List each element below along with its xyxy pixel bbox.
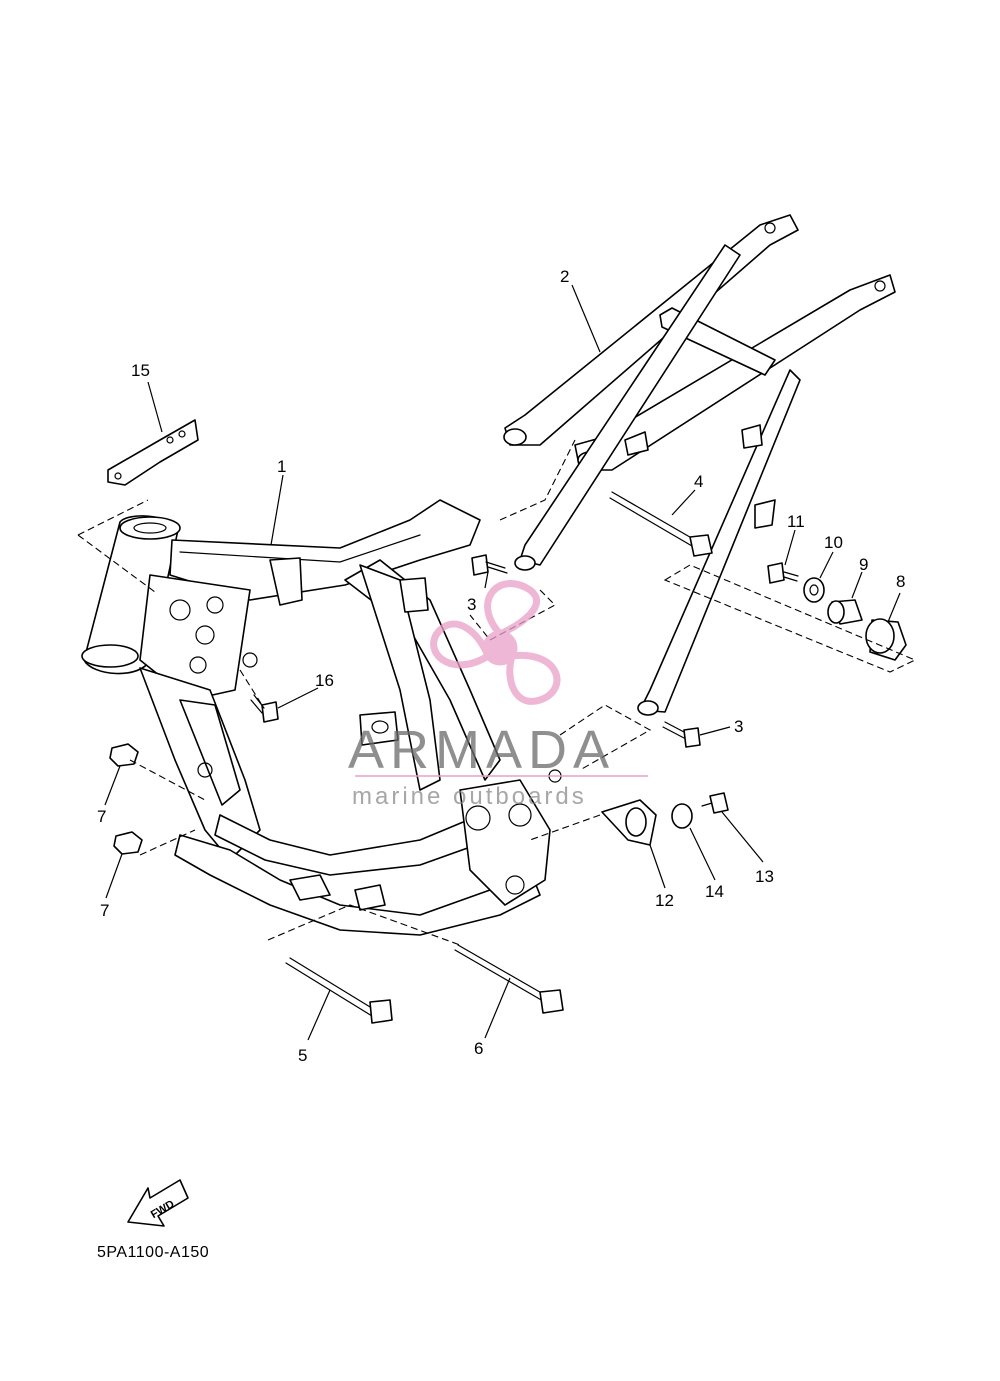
- long-bolt-6: [454, 944, 564, 1014]
- rear-subframe: [503, 214, 896, 716]
- washer-10: [803, 577, 825, 603]
- watermark-brand: ARMADA: [348, 720, 615, 780]
- collar-9: [827, 599, 863, 625]
- callout-4: 4: [694, 472, 703, 491]
- callout-10: 10: [824, 533, 843, 552]
- callout-1: 1: [277, 457, 286, 476]
- nut-7-upper: [109, 743, 139, 767]
- callout-5: 5: [298, 1046, 307, 1065]
- diagram-code: 5PA1100-A150: [97, 1244, 209, 1261]
- long-bolt-5: [285, 957, 393, 1024]
- callout-8: 8: [896, 572, 905, 591]
- bracket-plate: [107, 419, 199, 486]
- collar-14: [671, 803, 693, 829]
- bolt-3-lower: [662, 721, 701, 748]
- bolt-16: [250, 694, 279, 723]
- fwd-arrow-icon: FWD: [127, 1179, 189, 1227]
- callout-12: 12: [655, 891, 674, 910]
- callout-7-upper: 7: [97, 807, 106, 826]
- watermark-tagline: marine outboards: [352, 783, 587, 810]
- callout-3-upper: 3: [467, 595, 476, 614]
- bolt-3-upper: [471, 554, 508, 576]
- long-bolt-4: [609, 491, 713, 557]
- callout-2: 2: [560, 267, 569, 286]
- callouts: 1 2 3 3 4 5 6 7 7 8 9 10 11 12 13 14 15 …: [97, 267, 905, 1065]
- callout-3-lower: 3: [734, 717, 743, 736]
- watermark: ARMADA marine outboards: [348, 580, 648, 810]
- nut-7-lower: [113, 831, 143, 855]
- leader-lines: [104, 284, 901, 1041]
- rubber-bushing-8: [865, 618, 907, 661]
- engine-mount-12: [601, 799, 657, 846]
- callout-6: 6: [474, 1039, 483, 1058]
- assembly-lines: [77, 439, 917, 946]
- main-frame: [81, 499, 562, 936]
- callout-16: 16: [315, 671, 334, 690]
- callout-11: 11: [787, 512, 805, 531]
- callout-13: 13: [755, 867, 774, 886]
- bolt-11: [767, 562, 799, 584]
- callout-7-lower: 7: [100, 901, 109, 920]
- callout-9: 9: [859, 555, 868, 574]
- callout-15: 15: [131, 361, 150, 380]
- propeller-logo-icon: [430, 580, 561, 705]
- bolt-13: [701, 792, 729, 814]
- callout-14: 14: [705, 882, 724, 901]
